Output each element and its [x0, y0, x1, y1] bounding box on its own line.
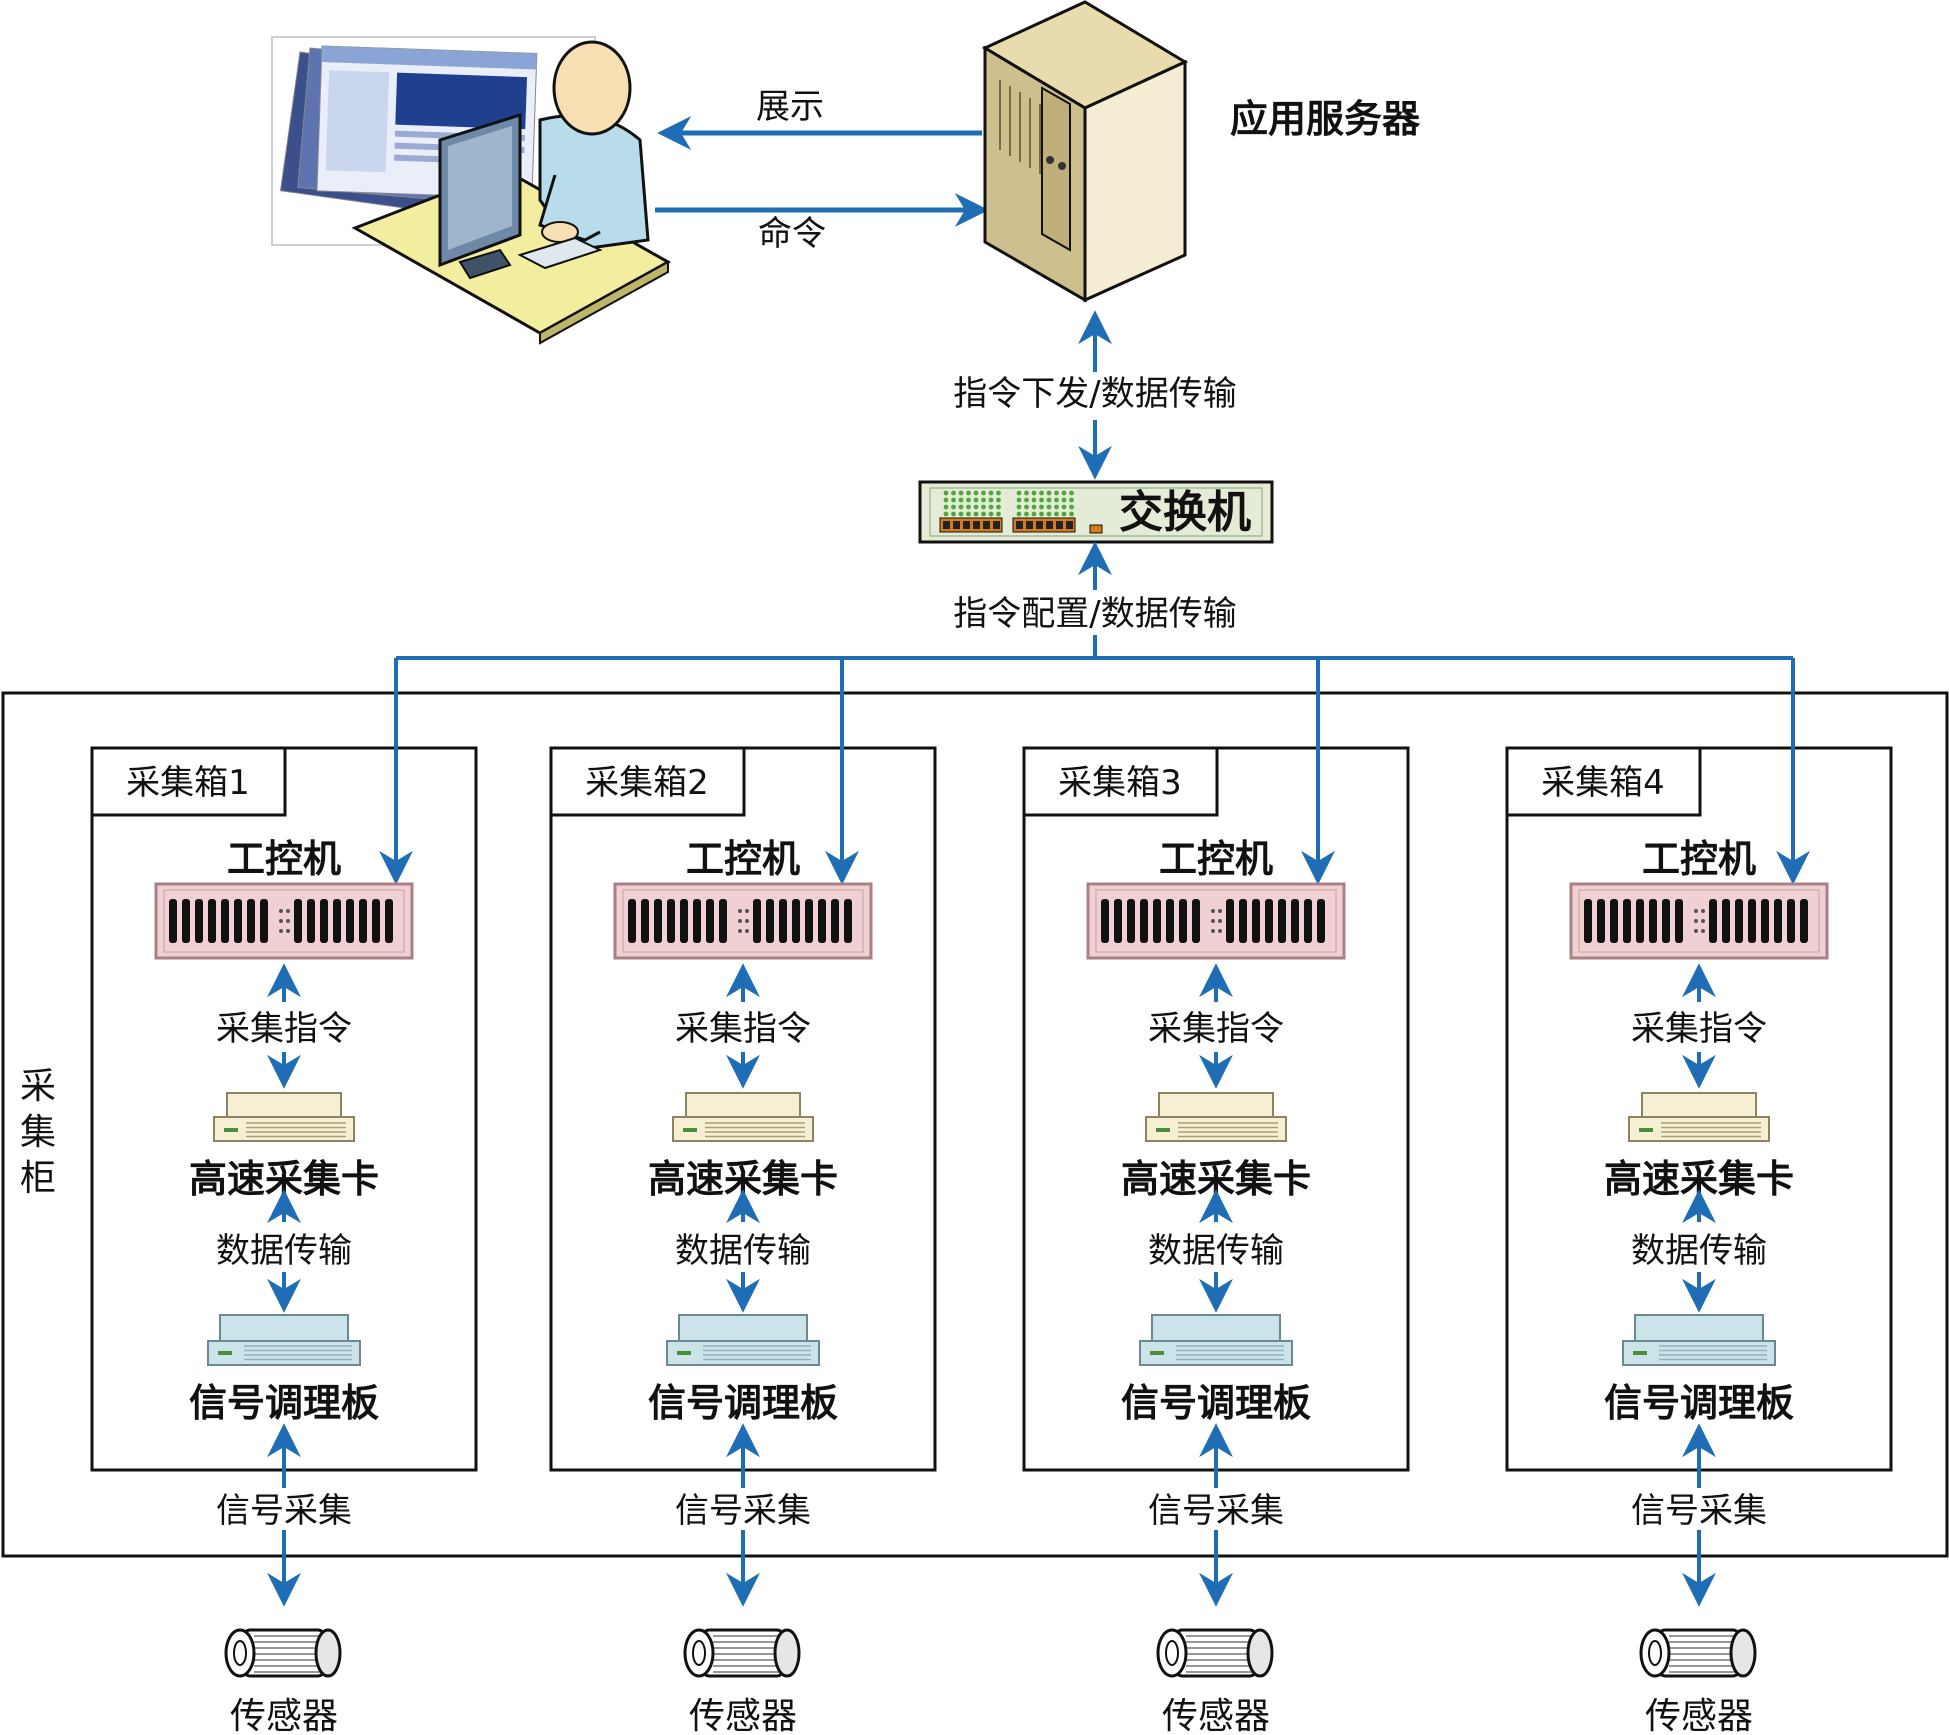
sensor-label: 传感器 — [1645, 1696, 1753, 1735]
signal-conditioning-board-icon — [1622, 1314, 1776, 1366]
box-title-tab — [1022, 746, 1219, 817]
sensor-icon — [1156, 1628, 1274, 1678]
daq-card-label: 高速采集卡 — [648, 1157, 838, 1201]
ipc-label: 工控机 — [686, 837, 800, 881]
signal-board-label: 信号调理板 — [1121, 1381, 1311, 1425]
signal-acquisition-label: 信号采集 — [216, 1491, 352, 1531]
sensor-label: 传感器 — [1162, 1696, 1270, 1735]
server-label: 应用服务器 — [1230, 97, 1421, 141]
signal-conditioning-board-icon — [207, 1314, 361, 1366]
sensor-label: 传感器 — [230, 1696, 338, 1735]
sensor-icon — [224, 1628, 342, 1678]
acquisition-boxes: 采集箱1工控机采集指令高速采集卡数据传输信号调理板信号采集传感器采集箱2工控机采… — [90, 658, 1893, 1735]
box-title: 采集箱4 — [1541, 763, 1665, 803]
operator-workstation-icon — [271, 36, 672, 345]
data-transfer-label: 数据传输 — [1631, 1231, 1767, 1271]
dispatch-label: 指令下发/数据传输 — [953, 374, 1236, 414]
signal-acquisition-label: 信号采集 — [675, 1491, 811, 1531]
signal-acquisition-label: 信号采集 — [1631, 1491, 1767, 1531]
data-transfer-label: 数据传输 — [675, 1231, 811, 1271]
signal-conditioning-board-icon — [1139, 1314, 1293, 1366]
network-switch-icon — [918, 480, 1274, 544]
acquisition-cabinet-frame — [1, 691, 1949, 1558]
application-server-icon — [981, 0, 1189, 303]
acq-command-label: 采集指令 — [675, 1009, 811, 1049]
data-transfer-label: 数据传输 — [1148, 1231, 1284, 1271]
signal-conditioning-board-icon — [666, 1314, 820, 1366]
high-speed-daq-card-icon — [1628, 1092, 1770, 1142]
acq-command-label: 采集指令 — [216, 1009, 352, 1049]
box-title-tab — [549, 746, 746, 817]
industrial-pc-icon — [1086, 882, 1346, 960]
config-label: 指令配置/数据传输 — [953, 594, 1236, 634]
acq-command-label: 采集指令 — [1148, 1009, 1284, 1049]
signal-acquisition-label: 信号采集 — [1148, 1491, 1284, 1531]
box-title: 采集箱2 — [585, 763, 709, 803]
sensor-label: 传感器 — [689, 1696, 797, 1735]
box-title-tab — [1505, 746, 1702, 817]
signal-board-label: 信号调理板 — [189, 1381, 379, 1425]
command-label: 命令 — [758, 214, 826, 254]
data-transfer-label: 数据传输 — [216, 1231, 352, 1271]
ipc-label: 工控机 — [1159, 837, 1273, 881]
high-speed-daq-card-icon — [1145, 1092, 1287, 1142]
sensor-icon — [683, 1628, 801, 1678]
switch-label: 交换机 — [1119, 487, 1251, 538]
acq-command-label: 采集指令 — [1631, 1009, 1767, 1049]
cabinet-label-char-2: 集 — [20, 1112, 56, 1153]
ipc-label: 工控机 — [227, 837, 341, 881]
box-title-tab — [90, 746, 287, 817]
high-speed-daq-card-icon — [213, 1092, 355, 1142]
daq-card-label: 高速采集卡 — [189, 1157, 379, 1201]
box-title: 采集箱3 — [1058, 763, 1182, 803]
signal-board-label: 信号调理板 — [648, 1381, 838, 1425]
display-label: 展示 — [756, 87, 824, 127]
industrial-pc-icon — [154, 882, 414, 960]
industrial-pc-icon — [613, 882, 873, 960]
cabinet-label-char-1: 采 — [20, 1066, 56, 1107]
industrial-pc-icon — [1569, 882, 1829, 960]
high-speed-daq-card-icon — [672, 1092, 814, 1142]
sensor-icon — [1639, 1628, 1757, 1678]
box-title: 采集箱1 — [126, 763, 250, 803]
cabinet-label-char-3: 柜 — [20, 1158, 56, 1199]
ipc-label: 工控机 — [1642, 837, 1756, 881]
daq-card-label: 高速采集卡 — [1121, 1157, 1311, 1201]
daq-card-label: 高速采集卡 — [1604, 1157, 1794, 1201]
signal-board-label: 信号调理板 — [1604, 1381, 1794, 1425]
